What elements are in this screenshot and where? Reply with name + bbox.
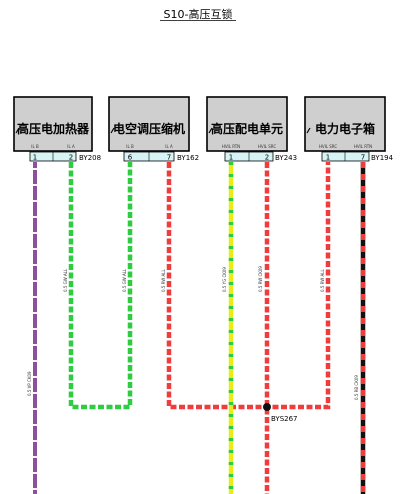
wire-labels: 0.5 VP CK09 0.5 GW ALL 0.5 GW ALL 0.5 RW… [25, 262, 360, 402]
wire-label: 0.5 GW ALL [122, 268, 127, 292]
component-ac-compressor: 电空调压缩机 IL B IL A 6 7 BY162 [108, 96, 199, 162]
connector-id: BY208 [79, 154, 101, 162]
pin-label: HVIL SRC [319, 144, 338, 149]
pin-label: HVIL RTN [222, 144, 240, 149]
wire-label: 0.5 RW ALL [320, 269, 325, 292]
component-name: 高压电加热器 [17, 121, 90, 136]
pin-label: IL B [31, 144, 39, 149]
wire-label: 0.5 VP CK09 [27, 371, 32, 396]
component-name: 高压配电单元 [211, 121, 283, 136]
wire-green-loop [68, 162, 133, 410]
pin-label: IL B [126, 144, 134, 149]
connector-id: BY243 [275, 154, 297, 162]
wire-label: 0.5 RW CK09 [258, 266, 263, 292]
diagram-title: S10-高压互锁 [164, 7, 233, 21]
pin-label: HVIL RTN [354, 144, 372, 149]
component-hv-distribution-unit: 高压配电单元 HVIL RTN HVIL SRC 1 2 BY243 [206, 96, 297, 162]
pin-label: HVIL SRC [258, 144, 277, 149]
connector-pins [321, 151, 370, 162]
wires-layer [33, 162, 366, 494]
splice-label: BYS267 [271, 415, 298, 423]
component-name: 电力电子箱 [315, 121, 375, 136]
wire-label: 0.5 YG CK09 [222, 267, 227, 292]
wire-label: 0.5 RB CK09 [354, 375, 359, 400]
pin-number: 1 [229, 154, 233, 162]
wire-red-network [166, 162, 331, 494]
pin-number: 6 [128, 154, 133, 162]
wire-label: 0.5 GW ALL [63, 268, 68, 292]
wire-label: 0.5 RW ALL [161, 269, 166, 292]
component-power-electronics-box: 电力电子箱 HVIL SRC HVIL RTN 1 7 BY194 [304, 96, 394, 162]
connector-id: BY162 [177, 154, 199, 162]
pin-number: 1 [326, 154, 330, 162]
pin-number: 7 [361, 154, 365, 162]
pin-number: 7 [167, 154, 171, 162]
pin-label: IL A [67, 144, 75, 149]
splice-point [263, 403, 271, 411]
connector-id: BY194 [371, 154, 394, 162]
pin-label: IL A [165, 144, 173, 149]
pin-number: 2 [265, 154, 269, 162]
pin-number: 2 [69, 154, 73, 162]
component-name: 电空调压缩机 [113, 121, 185, 136]
pin-number: 1 [33, 154, 37, 162]
component-high-voltage-heater: 高压电加热器 IL B IL A 1 2 BY208 [13, 96, 101, 162]
